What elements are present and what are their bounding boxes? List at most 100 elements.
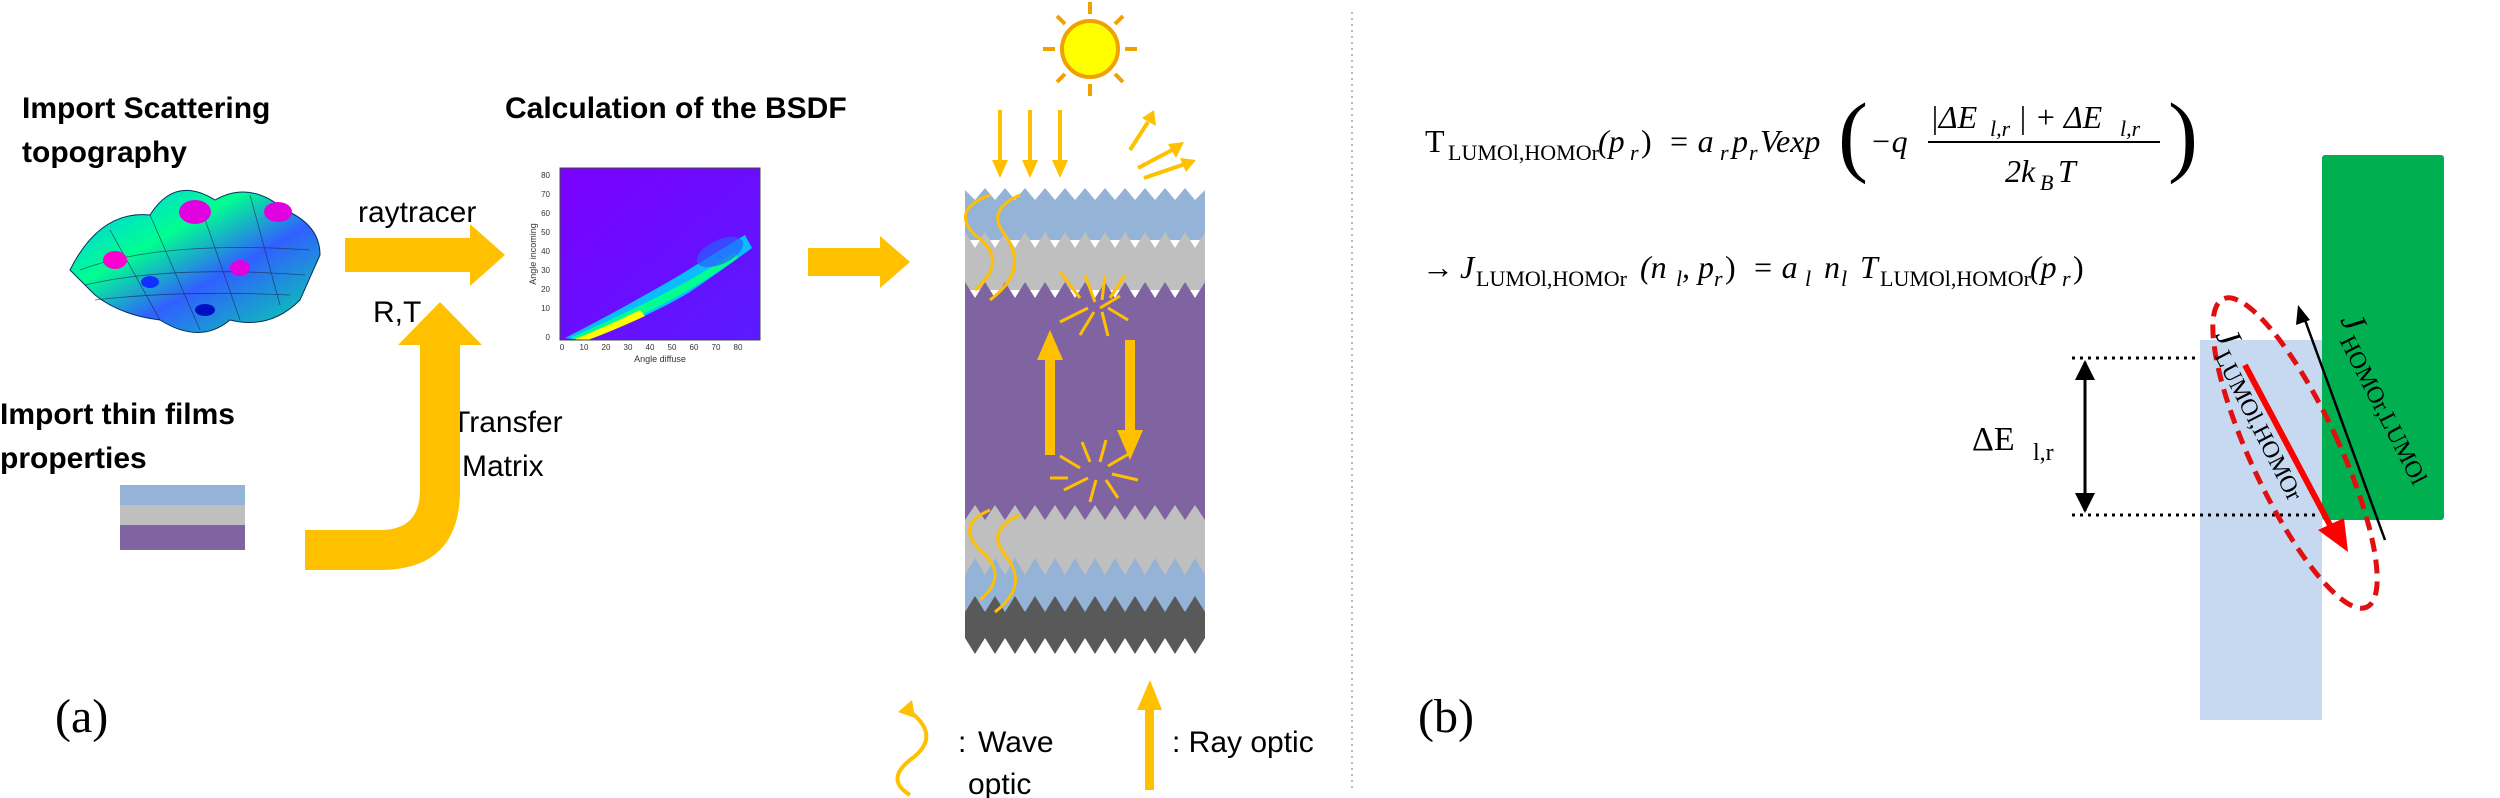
panel-a-tag: (a) xyxy=(55,690,108,743)
eq1-rhs-p: p xyxy=(1730,123,1748,159)
eq1-left-paren: ( xyxy=(1838,86,1868,185)
eq2-j-sub: LUMOl,HOMOr xyxy=(1476,266,1628,291)
panel-b: T LUMOl,HOMOr (p r ) = a r p r Vexp ( −q… xyxy=(1418,86,2444,743)
calc-bsdf-label: Calculation of the BSDF xyxy=(505,92,847,125)
eq2-t-arg: (p xyxy=(2030,249,2057,285)
bsdf-xtick-60: 60 xyxy=(690,343,699,352)
eq1-numerator: |ΔE xyxy=(1930,99,1978,135)
eq2-t-close: ) xyxy=(2073,249,2084,285)
eq2-n: n xyxy=(1824,249,1840,285)
ray-optic-icon xyxy=(1137,680,1162,790)
eq2-eq: = a xyxy=(1752,249,1798,285)
bsdf-ytick-60: 60 xyxy=(541,209,550,218)
raytracer-label: raytracer xyxy=(358,196,476,229)
eq2-args-mid: , p xyxy=(1682,249,1714,285)
eq1-minus-q: −q xyxy=(1870,123,1908,159)
reflected-light-arrows xyxy=(1128,110,1196,180)
eq2-n-sub: l xyxy=(1841,266,1847,291)
panel-a: Import Scattering topography Calculation… xyxy=(0,2,1314,798)
eq1-numerator-rest: | + ΔE xyxy=(2018,99,2103,135)
eq1-rhs-a-sub: r xyxy=(1720,140,1729,165)
eq1-rhs-vexp: Vexp xyxy=(1760,123,1820,159)
eq2-t-arg-sub: r xyxy=(2062,266,2071,291)
eq2-args-sub1: l xyxy=(1676,266,1682,291)
eq1-lhs: T xyxy=(1425,123,1445,159)
bsdf-ytick-70: 70 xyxy=(541,190,550,199)
bsdf-xtick-0: 0 xyxy=(560,343,565,352)
wave-optic-label-2: optic xyxy=(968,768,1031,798)
bsdf-y-axis-label: Angle incoming xyxy=(528,223,538,285)
eq2-t-sub: LUMOl,HOMOr xyxy=(1880,266,2032,291)
lumo-band-pale-blue xyxy=(2200,340,2322,720)
bsdf-ytick-50: 50 xyxy=(541,228,550,237)
eq1-right-paren: ) xyxy=(2168,86,2198,185)
bsdf-xtick-50: 50 xyxy=(668,343,677,352)
bsdf-xtick-20: 20 xyxy=(602,343,611,352)
equation-2: → J LUMOl,HOMOr (n l , p r ) = a l n l T… xyxy=(1422,249,2084,291)
eq2-a-sub: l xyxy=(1805,266,1811,291)
incoming-light-arrows xyxy=(992,110,1068,178)
j-homo-lumo-arrow xyxy=(2303,319,2387,541)
import-scattering-label-1: Import Scattering xyxy=(22,92,270,125)
panel-b-tag: (b) xyxy=(1418,690,1474,743)
equation-1: T LUMOl,HOMOr (p r ) = a r p r Vexp ( −q… xyxy=(1425,86,2198,195)
ray-optic-vertical-arrows xyxy=(1037,330,1143,460)
eq2-args: (n xyxy=(1640,249,1667,285)
bsdf-ytick-80: 80 xyxy=(541,171,550,180)
ray-optic-label: : Ray optic xyxy=(1172,726,1314,759)
transfer-matrix-arrow xyxy=(305,302,482,570)
eq1-denominator: 2k xyxy=(2005,153,2036,189)
eq1-rhs-p-sub: r xyxy=(1749,140,1758,165)
rt-label: R,T xyxy=(373,296,421,329)
eq2-args-sub2: r xyxy=(1714,266,1723,291)
bsdf-ytick-40: 40 xyxy=(541,247,550,256)
eq2-t: T xyxy=(1860,249,1880,285)
bsdf-xtick-10: 10 xyxy=(580,343,589,352)
to-stack-arrow xyxy=(808,236,910,288)
transfer-label-1: Transfer xyxy=(452,406,563,439)
ray-scatter-arrows xyxy=(1050,271,1139,503)
wave-optic-label-1: Wave xyxy=(978,726,1054,759)
bsdf-ytick-30: 30 xyxy=(541,266,550,275)
j-lumo-homo-arrow xyxy=(2242,363,2333,527)
eq1-lhs-arg: (p xyxy=(1598,123,1625,159)
eq1-lhs-close: ) xyxy=(1641,123,1652,159)
eq1-denominator-sub: B xyxy=(2040,170,2053,195)
eq1-denominator-rest: T xyxy=(2058,153,2078,189)
raytracer-arrow xyxy=(345,224,505,286)
eq2-arrow: → xyxy=(1422,249,1454,285)
bsdf-x-axis-label: Angle diffuse xyxy=(634,354,686,364)
eq2-args-close: ) xyxy=(1725,249,1736,285)
import-thin-films-label-2: properties xyxy=(0,442,147,475)
transfer-label-2: Matrix xyxy=(462,450,544,483)
eq1-lhs-arg-sub: r xyxy=(1630,140,1639,165)
thin-films-swatch xyxy=(120,485,245,550)
eq1-rhs-prefix: = a xyxy=(1668,123,1714,159)
bsdf-xtick-70: 70 xyxy=(712,343,721,352)
delta-e-sub: l,r xyxy=(2033,440,2054,466)
bsdf-ytick-10: 10 xyxy=(541,304,550,313)
eq1-numerator-sub: l,r xyxy=(1990,116,2011,141)
tunneling-region-ellipse xyxy=(2210,295,2380,611)
wave-optic-icon xyxy=(895,706,929,797)
layer-stack xyxy=(965,188,1205,654)
legend: : Wave optic : Ray optic xyxy=(895,680,1314,798)
sun-icon xyxy=(1043,2,1137,96)
topography-surface-image xyxy=(69,189,321,333)
eq1-lhs-sub: LUMOl,HOMOr xyxy=(1448,140,1600,165)
bsdf-xtick-40: 40 xyxy=(646,343,655,352)
import-scattering-label-2: topography xyxy=(22,136,187,169)
wave-optic-prefix: : xyxy=(958,726,966,759)
bsdf-xtick-80: 80 xyxy=(734,343,743,352)
bsdf-xtick-30: 30 xyxy=(624,343,633,352)
bsdf-ytick-20: 20 xyxy=(541,285,550,294)
homo-band-green xyxy=(2322,155,2444,520)
import-thin-films-label-1: Import thin films xyxy=(0,398,235,431)
wave-optic-curves xyxy=(964,193,1021,614)
delta-e-label: ΔE xyxy=(1972,421,2015,458)
eq2-j: J xyxy=(1460,249,1476,285)
bsdf-plot: 80 70 60 50 40 30 20 10 0 0 10 20 30 40 … xyxy=(528,167,761,364)
eq1-numerator-sub2: l,r xyxy=(2120,116,2141,141)
bsdf-ytick-0: 0 xyxy=(546,333,551,342)
